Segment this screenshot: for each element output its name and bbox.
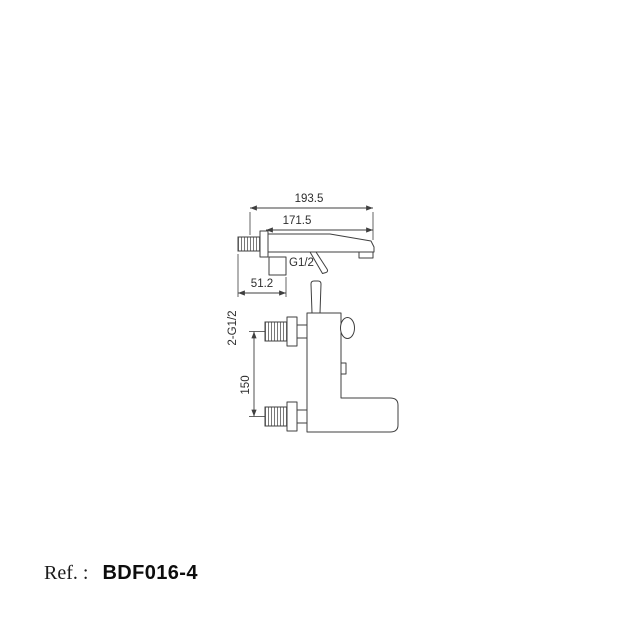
ref-label: Ref. :	[44, 562, 89, 584]
ref-value: BDF016-4	[102, 562, 198, 584]
inlet-bottom	[264, 401, 308, 432]
lever-handle-side	[309, 251, 329, 274]
reference-line: Ref. : BDF016-4	[44, 562, 198, 585]
inlet-neck	[296, 324, 308, 339]
inlet-neck	[296, 409, 308, 424]
shower-outlet-fitting	[268, 256, 287, 276]
inlet-knurl-nut	[264, 406, 288, 427]
body-side-tab	[340, 362, 347, 375]
wall-connector-knurl	[237, 236, 261, 252]
inlet-top	[264, 316, 308, 347]
dim-inlet-spacing: 150	[240, 331, 265, 417]
dim-label-total-length: 193.5	[295, 193, 324, 205]
side-view: 193.5 171.5 G1/2	[237, 193, 375, 297]
lever-handle-front	[310, 280, 322, 314]
inlet-flange	[286, 316, 298, 347]
dim-label-body-length: 171.5	[283, 215, 312, 227]
faucet-side-profile	[237, 230, 375, 276]
dim-label-wall-offset: 51.2	[251, 278, 273, 290]
dim-label-inlet-spacing: 150	[240, 375, 252, 394]
dim-total-length: 193.5	[249, 193, 374, 240]
dim-label-outlet-thread: G1/2	[289, 257, 314, 269]
diverter-knob	[340, 317, 355, 339]
dim-wall-offset: 51.2	[237, 254, 287, 297]
dim-label-inlet-threads: 2-G1/2	[227, 310, 239, 345]
faucet-body-front	[306, 312, 399, 433]
front-view: 150 2-G1/2	[227, 280, 399, 433]
inlet-knurl-nut	[264, 321, 288, 342]
spout-body	[267, 233, 375, 253]
inlet-flange	[286, 401, 298, 432]
spout-outlet-lip	[358, 252, 374, 259]
wall-flange	[259, 230, 269, 258]
